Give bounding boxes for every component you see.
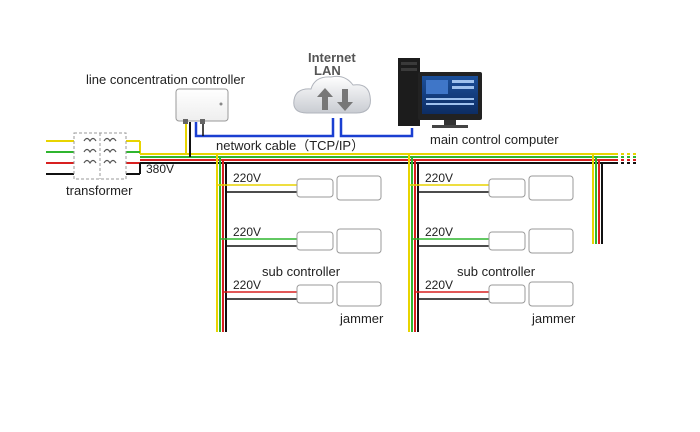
main-control-computer-label: main control computer (430, 132, 559, 147)
left-branch-riser (216, 154, 227, 332)
right-row-2 (412, 228, 574, 254)
right-branch-riser (408, 154, 419, 332)
voltage-220-label: 220V (233, 278, 261, 292)
voltage-220-label: 220V (425, 278, 453, 292)
left-row-2 (220, 228, 382, 254)
sub-controller-box (488, 178, 526, 198)
right-row-1 (409, 175, 574, 201)
network-cable (194, 118, 414, 138)
transformer-input-wires (46, 140, 141, 175)
sub-controller-label: sub controller (457, 264, 536, 279)
sub-controller-box (296, 231, 334, 251)
internet-label: Internet (308, 50, 356, 65)
jammer-label: jammer (339, 311, 384, 326)
right-row-3 (415, 281, 574, 307)
sub-controller-box (296, 178, 334, 198)
cloud-icon (293, 75, 371, 114)
sub-controller-box (488, 284, 526, 304)
sub-controller-box (296, 284, 334, 304)
jammer-box (336, 228, 382, 254)
voltage-220-label: 220V (233, 225, 261, 239)
jammer-box (528, 281, 574, 307)
jammer-box (336, 281, 382, 307)
jammer-box (528, 175, 574, 201)
line-concentration-controller-label: line concentration controller (86, 72, 246, 87)
sub-controller-label: sub controller (262, 264, 341, 279)
voltage-220-label: 220V (425, 171, 453, 185)
transformer-label: transformer (66, 183, 133, 198)
line-concentration-controller (175, 88, 229, 124)
voltage-380-label: 380V (146, 162, 174, 176)
voltage-220-label: 220V (233, 171, 261, 185)
far-right-riser (592, 154, 603, 244)
left-row-1 (217, 175, 382, 201)
transformer (73, 132, 127, 180)
left-row-3 (223, 281, 382, 307)
jammer-label: jammer (531, 311, 576, 326)
main-power-bus (140, 153, 636, 164)
voltage-220-label: 220V (425, 225, 453, 239)
jammer-box (528, 228, 574, 254)
main-computer-icon (398, 58, 482, 128)
network-cable-label: network cable（TCP/IP） (216, 138, 364, 153)
sub-controller-box (488, 231, 526, 251)
lan-label: LAN (314, 63, 341, 78)
controller-drops (185, 122, 204, 157)
jammer-box (336, 175, 382, 201)
